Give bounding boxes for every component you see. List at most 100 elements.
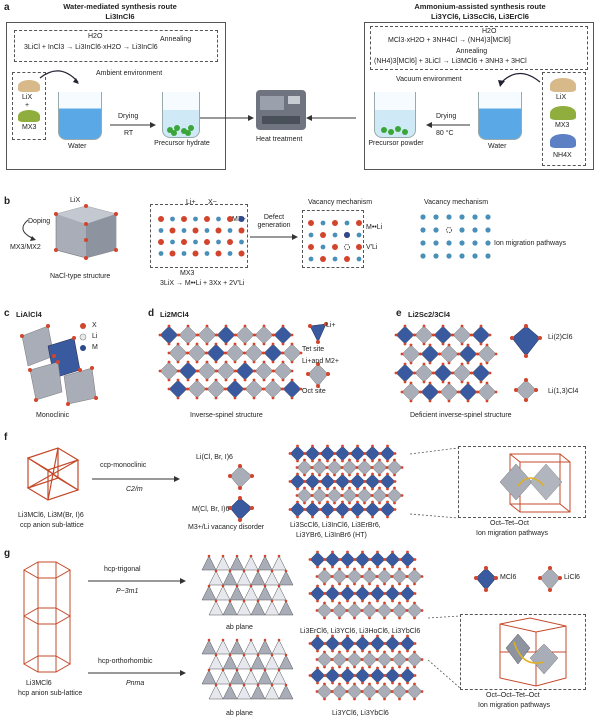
x-atom (353, 592, 357, 595)
x-atom (413, 567, 416, 571)
g-materials-1: Li3ErCl6, Li3YCl6, Li3HoCl6, Li3YbCl6 (300, 628, 421, 635)
x-atom (214, 342, 218, 346)
x-atom (447, 361, 451, 365)
x-atom (346, 666, 349, 670)
x-atom (316, 649, 319, 653)
x-atom (375, 575, 379, 578)
x-atom (393, 473, 396, 477)
li-ion (181, 251, 187, 256)
x-atom (363, 501, 366, 505)
x-atom (479, 362, 483, 366)
x-atom (386, 444, 389, 448)
x-atom (460, 342, 464, 346)
x-atom (383, 642, 387, 645)
panel-c-label: c (4, 308, 10, 319)
x-atom (221, 554, 225, 558)
ab-plane-trigonal (201, 554, 294, 616)
triangle-site (278, 654, 294, 670)
triangle-site (215, 555, 231, 571)
x-atom (376, 599, 379, 603)
x-atom (272, 369, 276, 373)
x-atom (353, 697, 356, 701)
x-atom (249, 638, 253, 642)
li-ion (308, 256, 314, 262)
ion-migration-label: Ion migration pathways (494, 240, 566, 247)
x-atom (413, 697, 416, 701)
li-ion (446, 253, 452, 259)
x-ion (215, 227, 222, 234)
x-atom (311, 500, 314, 504)
x-atom (243, 378, 247, 382)
triangle-site (236, 570, 252, 586)
x-atom (368, 665, 371, 669)
triangle-site (250, 684, 266, 700)
panel-f-label: f (4, 432, 8, 443)
x-atom (422, 362, 426, 366)
x-atom (383, 558, 387, 561)
triangle-site (250, 600, 266, 616)
x-ion (181, 216, 187, 222)
x-atom (214, 653, 218, 657)
x-atom (214, 599, 218, 603)
x-atom (167, 342, 171, 346)
x-atom (363, 452, 367, 455)
x-minus-label: X− (208, 199, 217, 206)
x-atom (400, 494, 404, 497)
x-atom (363, 508, 367, 511)
x-atom (390, 609, 394, 612)
x-atom (394, 333, 398, 337)
x-atom (363, 473, 366, 477)
x-atom (270, 683, 274, 687)
x-atom (224, 324, 228, 328)
x-atom (371, 459, 374, 463)
x-atom (331, 599, 334, 603)
x-atom (406, 681, 409, 685)
x-atom (370, 494, 374, 497)
x-atom (371, 500, 374, 504)
x-atom (288, 480, 292, 483)
x-atom (409, 381, 413, 385)
x-atom (353, 682, 356, 686)
x-ion (320, 232, 326, 238)
x-atom (315, 690, 319, 693)
x-atom (323, 674, 327, 677)
x-atom (333, 501, 336, 505)
x-atom (393, 452, 397, 455)
licl6-label: LiCl6 (564, 574, 580, 581)
x-atom (361, 634, 364, 638)
x-atom (296, 459, 299, 463)
li-cl-label: Li(Cl, Br, I)6 (196, 454, 233, 461)
x-atom (360, 609, 364, 612)
d-li-plus: Li+ (326, 322, 336, 329)
x-atom (214, 569, 218, 573)
x-atom (338, 697, 341, 701)
x-atom (330, 690, 334, 693)
x-atom (476, 352, 480, 356)
vacancy-mechanism-1: Vacancy mechanism (308, 199, 373, 206)
x-ion (238, 227, 245, 234)
x-atom (378, 473, 381, 477)
water2-label: Water (488, 143, 507, 150)
x-atom (277, 584, 281, 588)
x-atom (422, 342, 426, 346)
x-atom (386, 459, 389, 463)
x-ion (169, 250, 176, 257)
x-atom (383, 682, 386, 686)
x-atom (413, 650, 416, 654)
green-particles (167, 125, 194, 136)
mx3-powder (18, 110, 40, 122)
heat-treatment-label: Heat treatment (256, 136, 303, 143)
x-atom (340, 466, 344, 469)
lix2-powder (550, 78, 576, 92)
x-atom (243, 324, 247, 328)
x-atom (375, 658, 379, 661)
triangle-site (264, 570, 280, 586)
c2m: C2/m (126, 486, 143, 493)
x-atom (353, 558, 357, 561)
x-atom (376, 666, 379, 670)
lix2-label: LiX (556, 94, 567, 101)
x-atom (290, 360, 294, 364)
li-ion (320, 220, 326, 226)
x-atom (338, 665, 341, 669)
x-atom (323, 558, 327, 561)
